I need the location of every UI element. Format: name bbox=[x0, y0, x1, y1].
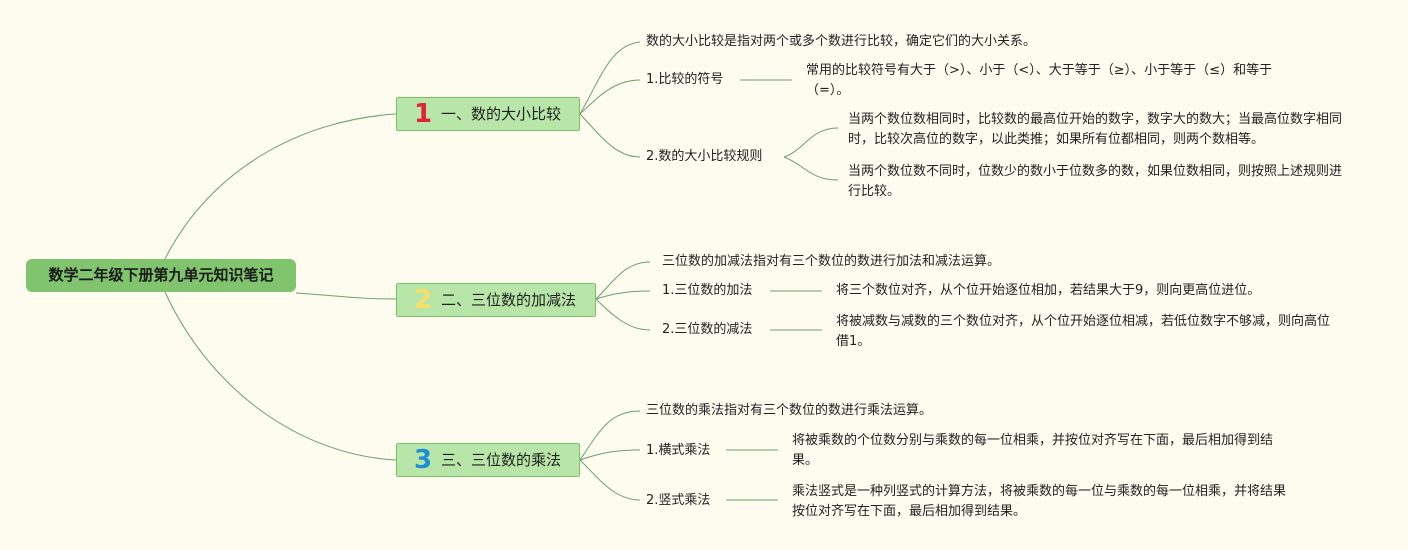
link-root-b1 bbox=[164, 113, 397, 260]
branch-3-desc[interactable]: 三位数的乘法指对有三个数位的数进行乘法运算。 bbox=[646, 403, 933, 418]
branch-2-title: 二、三位数的加减法 bbox=[441, 291, 577, 309]
link-root-b3 bbox=[164, 291, 397, 461]
branch-3-title: 三、三位数的乘法 bbox=[441, 451, 562, 469]
branch-1-sub-2-detail-2[interactable]: 当两个数位数不同时，位数少的数小于位数多的数，如果位数相同，则按照上述规则进行比… bbox=[848, 164, 1343, 199]
link-b3-sub1 bbox=[579, 449, 641, 461]
link-b1-sub2-d1 bbox=[783, 127, 839, 158]
branch-3-sub-1-label[interactable]: 1.横式乘法 bbox=[646, 443, 711, 458]
branch-1-sub-1-label[interactable]: 1.比较的符号 bbox=[646, 72, 724, 87]
branch-2-sub-2-label[interactable]: 2.三位数的减法 bbox=[662, 322, 753, 337]
link-root-b2 bbox=[295, 292, 397, 300]
link-b3-sub2 bbox=[579, 459, 641, 501]
branch-2[interactable]: 2 二、三位数的加减法 bbox=[396, 283, 596, 317]
number-1-icon: 1 bbox=[413, 99, 433, 129]
branch-1-desc[interactable]: 数的大小比较是指对两个或多个数进行比较，确定它们的大小关系。 bbox=[646, 34, 1037, 49]
branch-2-sub-1-detail[interactable]: 将三个数位对齐，从个位开始逐位相加，若结果大于9，则向更高位进位。 bbox=[836, 283, 1261, 298]
link-b1-desc bbox=[579, 41, 641, 115]
branch-1-title: 一、数的大小比较 bbox=[441, 105, 562, 123]
link-b1-sub1 bbox=[579, 79, 641, 115]
link-b2-sub2 bbox=[595, 298, 651, 331]
branch-1[interactable]: 1 一、数的大小比较 bbox=[396, 97, 580, 131]
link-b3-desc bbox=[579, 410, 641, 461]
link-b1-sub2-d2 bbox=[783, 156, 839, 181]
root-topic[interactable]: 数学二年级下册第九单元知识笔记 bbox=[26, 259, 296, 292]
branch-2-desc[interactable]: 三位数的加减法指对有三个数位的数进行加法和减法运算。 bbox=[662, 254, 1001, 269]
branch-1-sub-2-label[interactable]: 2.数的大小比较规则 bbox=[646, 149, 763, 164]
link-b2-desc bbox=[595, 261, 651, 300]
branch-2-sub-2-detail[interactable]: 将被减数与减数的三个数位对齐，从个位开始逐位相减，若低位数字不够减，则向高位借1… bbox=[836, 314, 1331, 349]
branch-3-sub-2-label[interactable]: 2.竖式乘法 bbox=[646, 493, 711, 508]
branch-2-sub-1-label[interactable]: 1.三位数的加法 bbox=[662, 283, 753, 298]
branch-3-sub-1-detail[interactable]: 将被乘数的个位数分别与乘数的每一位相乘，并按位对齐写在下面，最后相加得到结果。 bbox=[792, 433, 1274, 468]
branch-1-sub-1-detail[interactable]: 常用的比较符号有大于（>）、小于（<）、大于等于（≥）、小于等于（≤）和等于（=… bbox=[806, 63, 1273, 98]
number-2-icon: 2 bbox=[413, 285, 433, 315]
branch-3[interactable]: 3 三、三位数的乘法 bbox=[396, 443, 580, 477]
branch-1-sub-2-detail-1[interactable]: 当两个数位数相同时，比较数的最高位开始的数字，数字大的数大；当最高位数字相同时，… bbox=[848, 112, 1343, 147]
link-b2-sub1 bbox=[595, 290, 651, 300]
branch-3-sub-2-detail[interactable]: 乘法竖式是一种列竖式的计算方法，将被乘数的每一位与乘数的每一位相乘，并将结果按位… bbox=[792, 484, 1287, 519]
number-3-icon: 3 bbox=[413, 445, 433, 475]
link-b1-sub2 bbox=[579, 113, 641, 158]
